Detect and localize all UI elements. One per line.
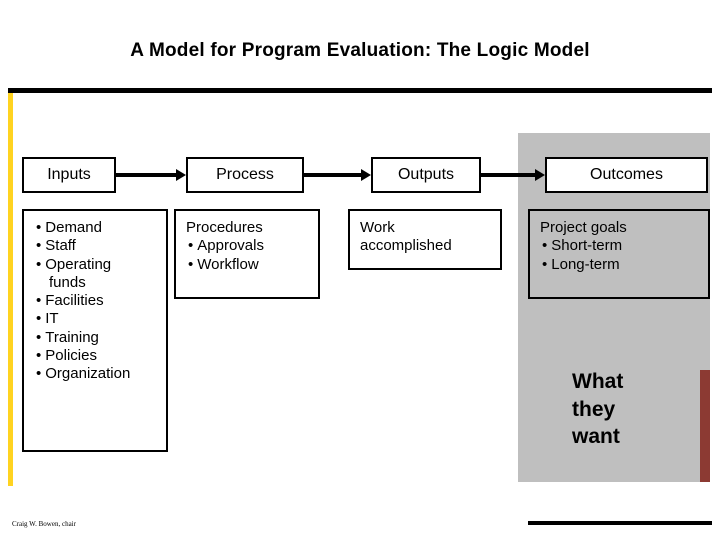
bottom-rule bbox=[528, 521, 712, 525]
callout-what-they-want: What they want bbox=[572, 368, 672, 451]
header-label-outputs: Outputs bbox=[397, 166, 455, 183]
list-item: Demand bbox=[32, 219, 158, 237]
callout-line: want bbox=[572, 425, 620, 449]
header-label-outcomes: Outcomes bbox=[590, 166, 663, 183]
list-item-continuation: funds bbox=[49, 273, 86, 291]
header-label-process: Process bbox=[216, 166, 274, 183]
callout-line: What bbox=[572, 370, 624, 393]
content-box-outputs: Work accomplished bbox=[348, 209, 502, 270]
content-box-outcomes: Project goals Short-term Long-term bbox=[528, 209, 710, 299]
header-box-outputs: Outputs bbox=[371, 157, 481, 193]
header-box-outcomes: Outcomes bbox=[545, 157, 708, 193]
list-item: Policies bbox=[32, 347, 158, 365]
list-item: IT bbox=[32, 310, 158, 328]
list-item: Staff bbox=[32, 237, 158, 255]
list-item: Long-term bbox=[538, 256, 700, 274]
arrow-process-to-outputs-icon bbox=[304, 169, 371, 181]
list-item: Operating bbox=[32, 256, 158, 274]
content-box-process: Procedures Approvals Workflow bbox=[174, 209, 320, 299]
list-item: Project goals bbox=[540, 219, 627, 236]
list-item: Training bbox=[32, 329, 158, 347]
callout-line: they bbox=[572, 397, 616, 421]
header-box-inputs: Inputs bbox=[22, 157, 116, 193]
header-box-process: Process bbox=[186, 157, 304, 193]
list-item: accomplished bbox=[360, 237, 452, 255]
list-item: Approvals bbox=[184, 237, 310, 255]
footer-credit: Craig W. Bowen, chair bbox=[12, 520, 76, 528]
content-box-inputs: Demand Staff Operating funds Facilities … bbox=[22, 209, 168, 452]
list-item: Procedures bbox=[186, 219, 263, 236]
header-label-inputs: Inputs bbox=[47, 166, 91, 183]
page-title: A Model for Program Evaluation: The Logi… bbox=[130, 40, 590, 61]
list-item: Work bbox=[360, 219, 395, 236]
arrow-inputs-to-process-icon bbox=[116, 169, 186, 181]
list-item: Facilities bbox=[32, 292, 158, 310]
top-rule bbox=[8, 88, 712, 93]
list-item: Short-term bbox=[538, 237, 700, 255]
right-accent-sliver bbox=[700, 370, 710, 482]
left-accent-bar bbox=[8, 93, 13, 486]
arrow-outputs-to-outcomes-icon bbox=[481, 169, 545, 181]
list-item: Workflow bbox=[184, 256, 310, 274]
list-item: Organization bbox=[32, 365, 158, 383]
